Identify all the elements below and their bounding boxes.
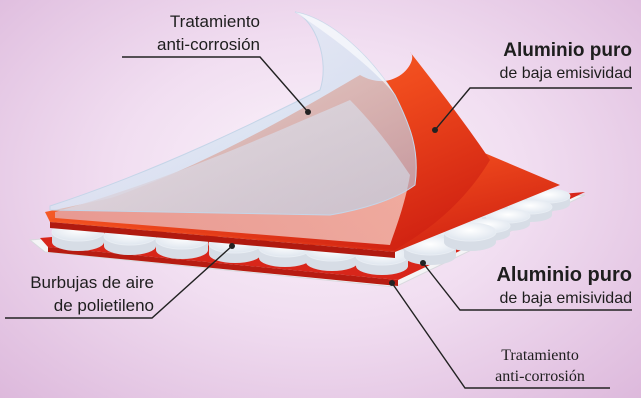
label-bubbles-line2: de polietileno <box>53 296 154 315</box>
leader-lines <box>5 56 632 389</box>
label-bubbles: Burbujas de aire de polietileno <box>8 271 154 317</box>
label-bottom-treatment-line2: anti-corrosión <box>495 368 585 385</box>
label-top-aluminum-line1: Aluminio puro <box>503 40 632 61</box>
label-bottom-treatment: Tratamiento anti-corrosión <box>470 345 610 387</box>
label-top-treatment: Tratamiento anti-corrosión <box>132 10 260 56</box>
leader-dots <box>229 109 438 286</box>
label-top-treatment-line2: anti-corrosión <box>157 35 260 54</box>
label-top-treatment-line1: Tratamiento <box>169 12 260 31</box>
label-bottom-aluminum: Aluminio puro de baja emisividad <box>456 263 632 309</box>
label-bottom-treatment-line1: Tratamiento <box>501 347 579 364</box>
label-bottom-aluminum-line1: Aluminio puro <box>496 264 632 286</box>
bubble <box>443 222 497 251</box>
label-top-aluminum: Aluminio puro de baja emisividad <box>460 38 632 84</box>
label-top-aluminum-line2: de baja emisividad <box>499 65 632 82</box>
label-bubbles-line1: Burbujas de aire <box>30 273 154 292</box>
label-bottom-aluminum-line2: de baja emisividad <box>499 290 632 307</box>
